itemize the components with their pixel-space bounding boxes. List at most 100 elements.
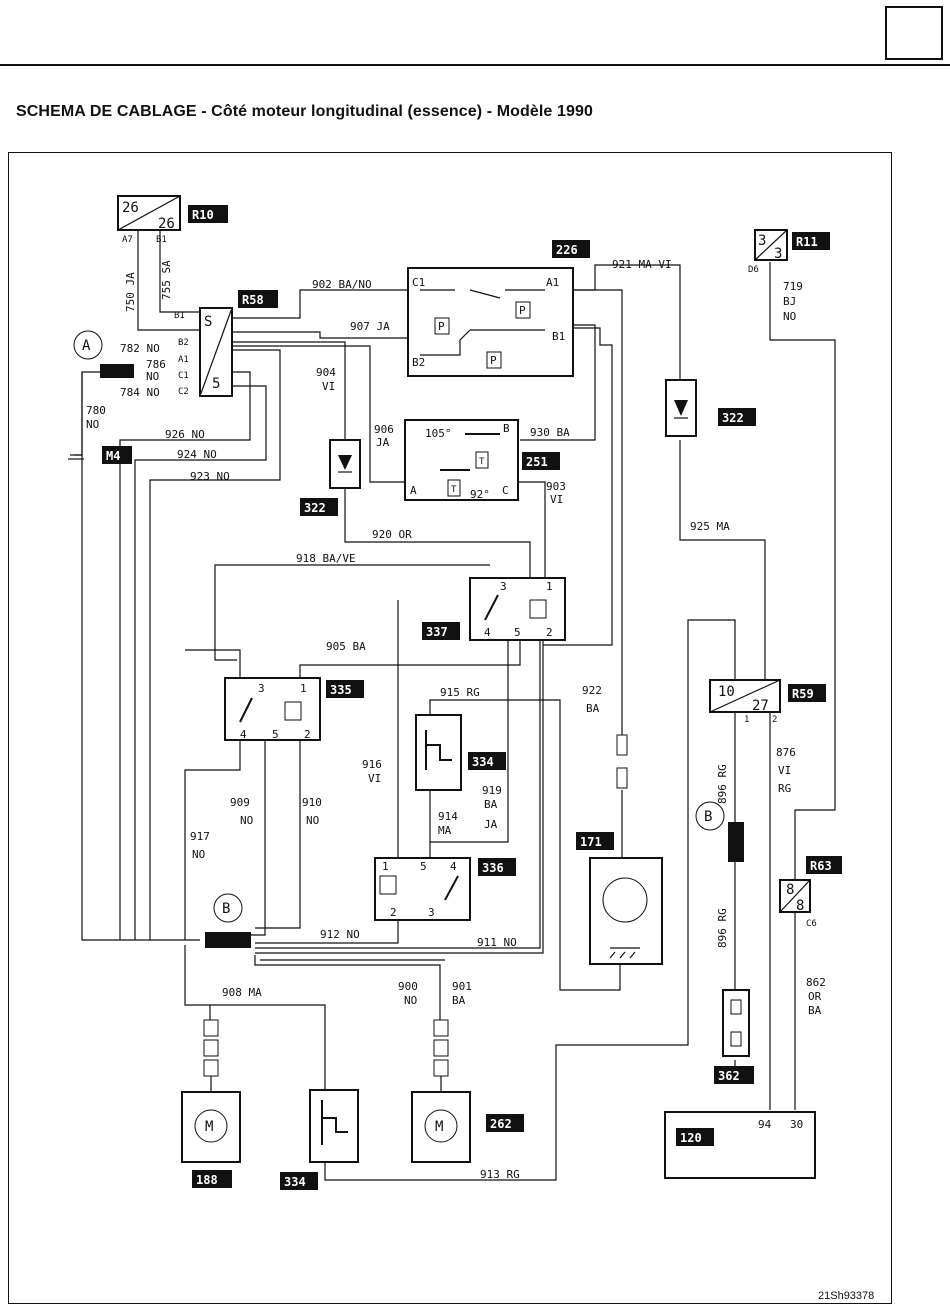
svg-text:905 BA: 905 BA — [326, 640, 366, 653]
svg-text:C2: C2 — [178, 387, 189, 397]
svg-text:3: 3 — [258, 682, 265, 695]
svg-text:R10: R10 — [192, 208, 214, 222]
svg-text:322: 322 — [304, 501, 326, 515]
svg-text:BJ: BJ — [783, 295, 796, 308]
svg-text:A1: A1 — [546, 276, 559, 289]
svg-text:VI: VI — [368, 772, 381, 785]
svg-text:OR: OR — [808, 990, 822, 1003]
svg-text:925 MA: 925 MA — [690, 520, 730, 533]
svg-text:4: 4 — [240, 728, 247, 741]
svg-text:B: B — [503, 422, 510, 435]
svg-text:1: 1 — [382, 860, 389, 873]
svg-text:5: 5 — [420, 860, 427, 873]
svg-text:3: 3 — [428, 906, 435, 919]
svg-text:2: 2 — [390, 906, 397, 919]
svg-text:NO: NO — [240, 814, 253, 827]
svg-text:1: 1 — [546, 580, 553, 593]
svg-text:335: 335 — [330, 683, 352, 697]
wires — [74, 230, 836, 1181]
svg-text:924 NO: 924 NO — [177, 448, 217, 461]
svg-text:262: 262 — [490, 1117, 512, 1131]
svg-text:922: 922 — [582, 684, 602, 697]
svg-text:226: 226 — [556, 243, 578, 257]
fuse-262 — [433, 1019, 449, 1092]
svg-text:94: 94 — [758, 1118, 772, 1131]
svg-text:B: B — [222, 901, 230, 917]
motor-262: M 262 — [411, 1091, 524, 1163]
svg-text:337: 337 — [426, 625, 448, 639]
svg-text:3: 3 — [500, 580, 507, 593]
svg-text:92°: 92° — [470, 488, 490, 501]
svg-text:M: M — [205, 1119, 213, 1135]
svg-text:914: 914 — [438, 810, 458, 823]
switch-334-upper: 334 — [415, 714, 506, 791]
svg-text:B2: B2 — [178, 338, 189, 348]
svg-text:780: 780 — [86, 404, 106, 417]
svg-text:1: 1 — [300, 682, 307, 695]
svg-text:NO: NO — [404, 994, 417, 1007]
svg-text:4: 4 — [484, 626, 491, 639]
svg-text:188: 188 — [196, 1173, 218, 1187]
svg-text:T: T — [479, 457, 485, 467]
svg-text:782 NO: 782 NO — [120, 342, 160, 355]
svg-text:A: A — [410, 484, 417, 497]
connector-r63: 8 8 R63 C6 — [779, 856, 842, 929]
svg-text:918 BA/VE: 918 BA/VE — [296, 552, 356, 565]
svg-text:3: 3 — [758, 233, 766, 249]
svg-text:3: 3 — [774, 246, 782, 262]
svg-text:910: 910 — [302, 796, 322, 809]
svg-text:784 NO: 784 NO — [120, 386, 160, 399]
header-rule — [0, 64, 950, 66]
component-362: 362 — [714, 989, 754, 1084]
svg-text:VI: VI — [322, 380, 335, 393]
svg-text:251: 251 — [526, 455, 548, 469]
motor-188: M 188 — [181, 1091, 241, 1188]
svg-text:26: 26 — [122, 200, 139, 216]
svg-text:901: 901 — [452, 980, 472, 993]
connector-r10: 26 26 R10 A7 B1 — [117, 195, 228, 245]
diagram-frame — [8, 152, 892, 1304]
relay-336: 336 1 5 4 2 3 — [374, 857, 516, 921]
sensor-171: 171 — [576, 832, 663, 965]
svg-text:BA: BA — [808, 1004, 822, 1017]
svg-text:BA: BA — [452, 994, 466, 1007]
svg-text:VI: VI — [778, 764, 791, 777]
svg-text:B: B — [704, 809, 712, 825]
fuse-922 — [616, 734, 628, 789]
svg-text:B2: B2 — [412, 356, 425, 369]
ground-m4: M4 — [68, 446, 132, 464]
svg-text:2: 2 — [546, 626, 553, 639]
svg-text:C1: C1 — [412, 276, 425, 289]
splice-a: A — [73, 330, 134, 378]
svg-text:10: 10 — [718, 684, 735, 700]
svg-text:RG: RG — [778, 782, 791, 795]
svg-text:907 JA: 907 JA — [350, 320, 390, 333]
svg-text:334: 334 — [284, 1175, 306, 1189]
svg-text:120: 120 — [680, 1131, 702, 1145]
svg-text:P: P — [438, 320, 445, 333]
svg-text:920 OR: 920 OR — [372, 528, 412, 541]
svg-text:P: P — [519, 304, 526, 317]
page-title: SCHEMA DE CABLAGE - Côté moteur longitud… — [16, 103, 593, 120]
svg-text:R11: R11 — [796, 235, 818, 249]
svg-text:930 BA: 930 BA — [530, 426, 570, 439]
svg-text:C: C — [502, 484, 509, 497]
svg-text:913 RG: 913 RG — [480, 1168, 520, 1181]
svg-text:916: 916 — [362, 758, 382, 771]
connector-r59: 10 27 R59 1 2 — [709, 679, 826, 725]
svg-text:NO: NO — [86, 418, 99, 431]
svg-text:362: 362 — [718, 1069, 740, 1083]
svg-text:105°: 105° — [425, 427, 452, 440]
relay-335: 335 3 1 4 5 2 — [224, 677, 364, 741]
svg-text:1: 1 — [744, 715, 749, 725]
svg-text:917: 917 — [190, 830, 210, 843]
diode-322-left: 322 — [300, 439, 361, 516]
svg-text:NO: NO — [306, 814, 319, 827]
svg-text:S: S — [204, 314, 212, 330]
fuse-188 — [203, 1019, 219, 1092]
svg-text:904: 904 — [316, 366, 336, 379]
svg-text:NO: NO — [146, 370, 159, 383]
svg-text:B1: B1 — [174, 311, 185, 321]
svg-text:900: 900 — [398, 980, 418, 993]
svg-text:C6: C6 — [806, 919, 817, 929]
